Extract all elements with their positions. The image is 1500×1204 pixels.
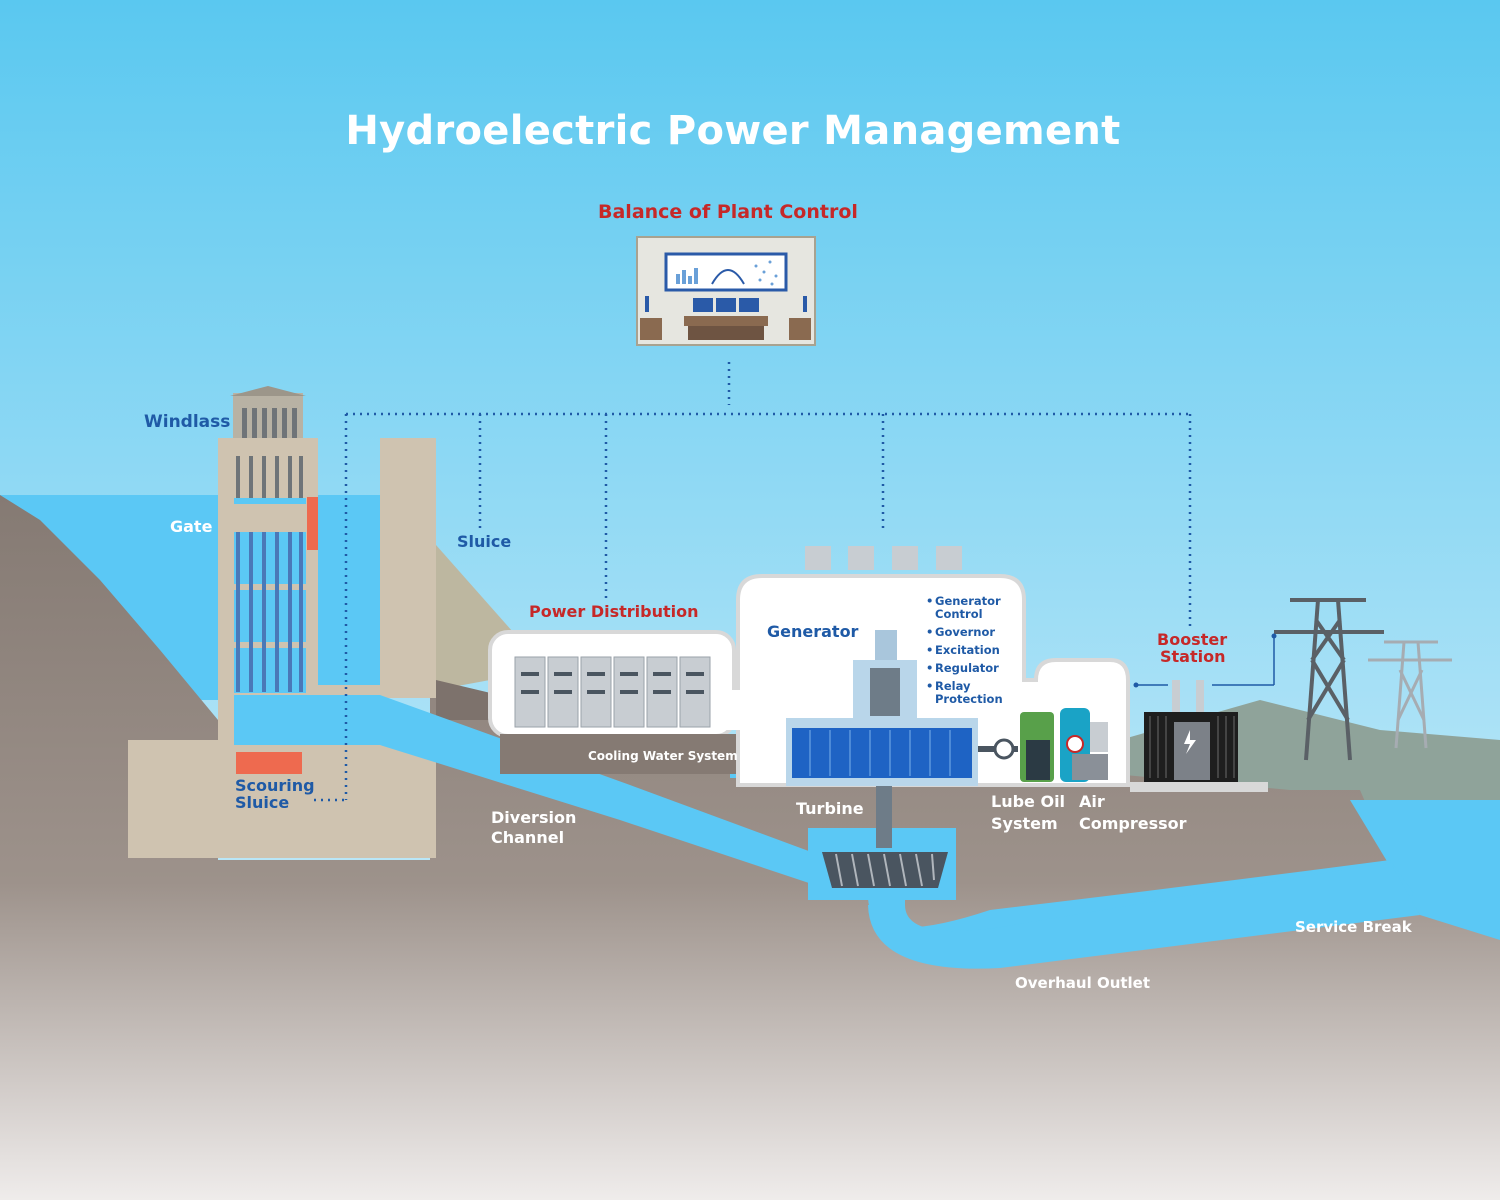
video-wall-bars [676,268,698,284]
stator-lines [809,730,951,776]
scouring-sluice-label-line1: Scouring [235,776,315,795]
windlass-bars [242,408,297,438]
scouring-sluice-gate [236,752,302,774]
generator-functions-list: Generator Control Governor Excitation Re… [926,595,1003,711]
side-desk-left [640,318,662,340]
tower-bars [236,532,303,692]
compressor-panel [1090,722,1108,752]
tower-grille-top [236,456,303,500]
gate-label: Gate [170,517,213,536]
video-wall-dots [754,260,778,286]
lube-oil-system-label-line1: Lube Oil [991,792,1066,811]
tower-right-col [318,495,380,685]
diversion-channel-label-line1: Diversion [491,808,577,827]
runner-blades [835,853,935,887]
compressor-gauge [1066,735,1084,753]
cooling-slab [500,734,738,774]
booster-connection-dots [1133,633,1277,688]
control-desk-legs [688,326,764,340]
diversion-channel-label-line2: Channel [491,828,565,847]
windlass-label: Windlass [144,412,231,432]
booster-station-label-line2: Station [1160,647,1226,666]
bushings [1172,680,1204,712]
turbine-shaft [876,786,892,848]
video-wall-curve [711,269,745,285]
exciter [875,630,897,660]
cooling-water-system-label: Cooling Water System [588,749,738,763]
lube-oil-panel [1026,740,1050,780]
generator-function-item: Generator Control [926,595,1003,621]
generator-core [870,668,900,716]
turbine-label: Turbine [796,799,864,818]
pressure-gauge [993,738,1015,760]
switchgear-details [521,672,704,694]
overhaul-outlet-label: Overhaul Outlet [1015,974,1151,992]
side-monitor-left [645,296,649,312]
generator-function-item: Excitation [926,644,1003,658]
scouring-sluice-label-line2: Sluice [235,793,290,812]
diversion-channel [234,695,860,900]
service-break-label: Service Break [1295,918,1412,936]
outlet-channel [868,862,1420,969]
booster-station-label-line1: Booster [1157,630,1228,649]
lube-oil-system-label-line2: System [991,814,1058,833]
power-distribution-label: Power Distribution [529,602,699,621]
booster-connection-lines [1136,636,1275,686]
roof-vents [805,546,962,570]
windlass-roof [230,386,306,396]
outflow-pipe [868,860,1415,935]
control-desk [684,316,768,326]
dam-wall [380,438,436,698]
transformer-fins [1149,716,1235,778]
transmission-tower-1 [1274,598,1384,761]
air-compressor-label-line2: Compressor [1079,814,1187,833]
generator-label: Generator [767,622,859,641]
tower-right-wall [318,685,380,695]
generator-function-item: Regulator [926,662,1003,676]
generator-function-item: Governor [926,626,1003,640]
transmission-tower-2 [1368,640,1452,749]
generator-function-item: Relay Protection [926,680,1003,706]
side-monitor-right [803,296,807,312]
control-network-lines [314,362,1192,802]
air-compressor-label-line1: Air [1079,792,1105,811]
tower-windows [234,498,306,693]
page-title: Hydroelectric Power Management [345,108,1121,154]
booster-pad [1130,782,1268,792]
lightning-symbol [1184,730,1196,754]
transformer-door [1174,722,1210,780]
balance-of-plant-control-label: Balance of Plant Control [598,201,858,223]
gate-panel [307,497,318,550]
river-right [1350,800,1500,940]
compressor-motor [1072,754,1108,780]
hall-connector [720,690,742,730]
sluice-label: Sluice [457,532,512,551]
side-desk-right [789,318,811,340]
generator-stator [792,728,972,778]
desk-monitors [693,298,759,312]
